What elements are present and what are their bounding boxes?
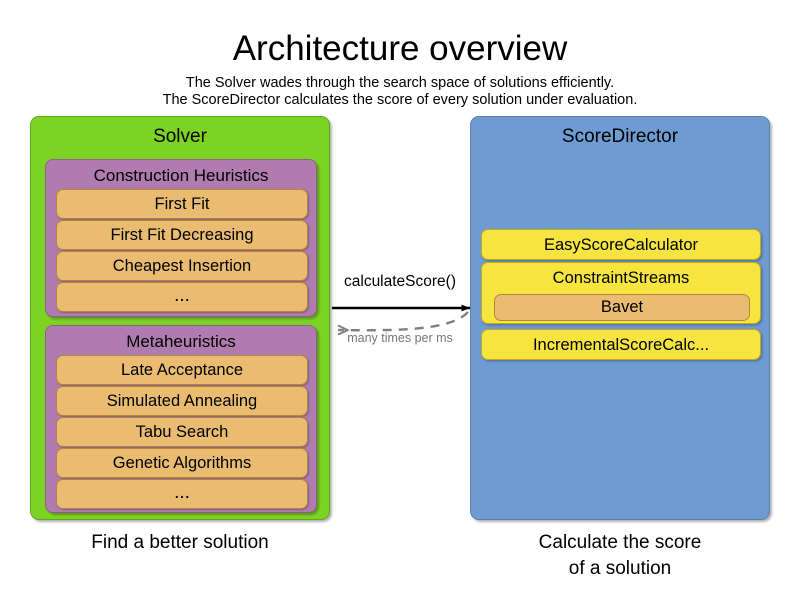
- subtitle-line-2: The ScoreDirector calculates the score o…: [162, 92, 638, 108]
- scoredirector-caption-line-2: of a solution: [568, 558, 672, 579]
- easy-score-calculator-box[interactable]: EasyScoreCalculator: [481, 229, 761, 260]
- constraint-streams-box[interactable]: ConstraintStreams Bavet: [481, 262, 761, 324]
- metaheuristics-group[interactable]: Metaheuristics Late Acceptance Simulated…: [45, 325, 317, 513]
- algorithm-more-construction-heuristics[interactable]: ...: [56, 282, 308, 312]
- algorithm-first-fit[interactable]: First Fit: [56, 189, 308, 219]
- scoredirector-panel[interactable]: ScoreDirector EasyScoreCalculator Constr…: [470, 116, 770, 520]
- scoredirector-caption: Calculate the score of a solution: [470, 530, 770, 582]
- construction-heuristics-group[interactable]: Construction Heuristics First Fit First …: [45, 159, 317, 317]
- algorithm-simulated-annealing[interactable]: Simulated Annealing: [56, 386, 308, 416]
- calculate-score-label: calculateScore(): [344, 273, 456, 290]
- many-times-return-arrow: [338, 311, 469, 330]
- algorithm-genetic-algorithms[interactable]: Genetic Algorithms: [56, 448, 308, 478]
- subtitle-line-1: The Solver wades through the search spac…: [185, 75, 615, 91]
- many-times-per-ms-label: many times per ms: [347, 331, 453, 345]
- easy-score-calculator-label: EasyScoreCalculator: [543, 236, 699, 254]
- incremental-score-calculator-box[interactable]: IncrementalScoreCalc...: [481, 329, 761, 360]
- scoredirector-panel-title: ScoreDirector: [561, 126, 679, 147]
- diagram-header: Architecture overview The Solver wades t…: [0, 0, 800, 109]
- solver-panel[interactable]: Solver Construction Heuristics First Fit…: [30, 116, 330, 520]
- scoredirector-caption-line-1: Calculate the score: [538, 532, 702, 553]
- solver-panel-title: Solver: [153, 126, 207, 147]
- page-title: Architecture overview: [232, 29, 568, 68]
- construction-heuristics-title: Construction Heuristics: [93, 166, 269, 185]
- incremental-score-calculator-label: IncrementalScoreCalc...: [532, 336, 710, 354]
- algorithm-tabu-search[interactable]: Tabu Search: [56, 417, 308, 447]
- algorithm-first-fit-decreasing[interactable]: First Fit Decreasing: [56, 220, 308, 250]
- algorithm-more-metaheuristics[interactable]: ...: [56, 479, 308, 509]
- constraint-streams-label: ConstraintStreams: [552, 269, 690, 287]
- algorithm-cheapest-insertion[interactable]: Cheapest Insertion: [56, 251, 308, 281]
- solver-caption: Find a better solution: [91, 532, 269, 553]
- bavet-box[interactable]: Bavet: [494, 294, 750, 321]
- algorithm-late-acceptance[interactable]: Late Acceptance: [56, 355, 308, 385]
- metaheuristics-title: Metaheuristics: [126, 332, 236, 351]
